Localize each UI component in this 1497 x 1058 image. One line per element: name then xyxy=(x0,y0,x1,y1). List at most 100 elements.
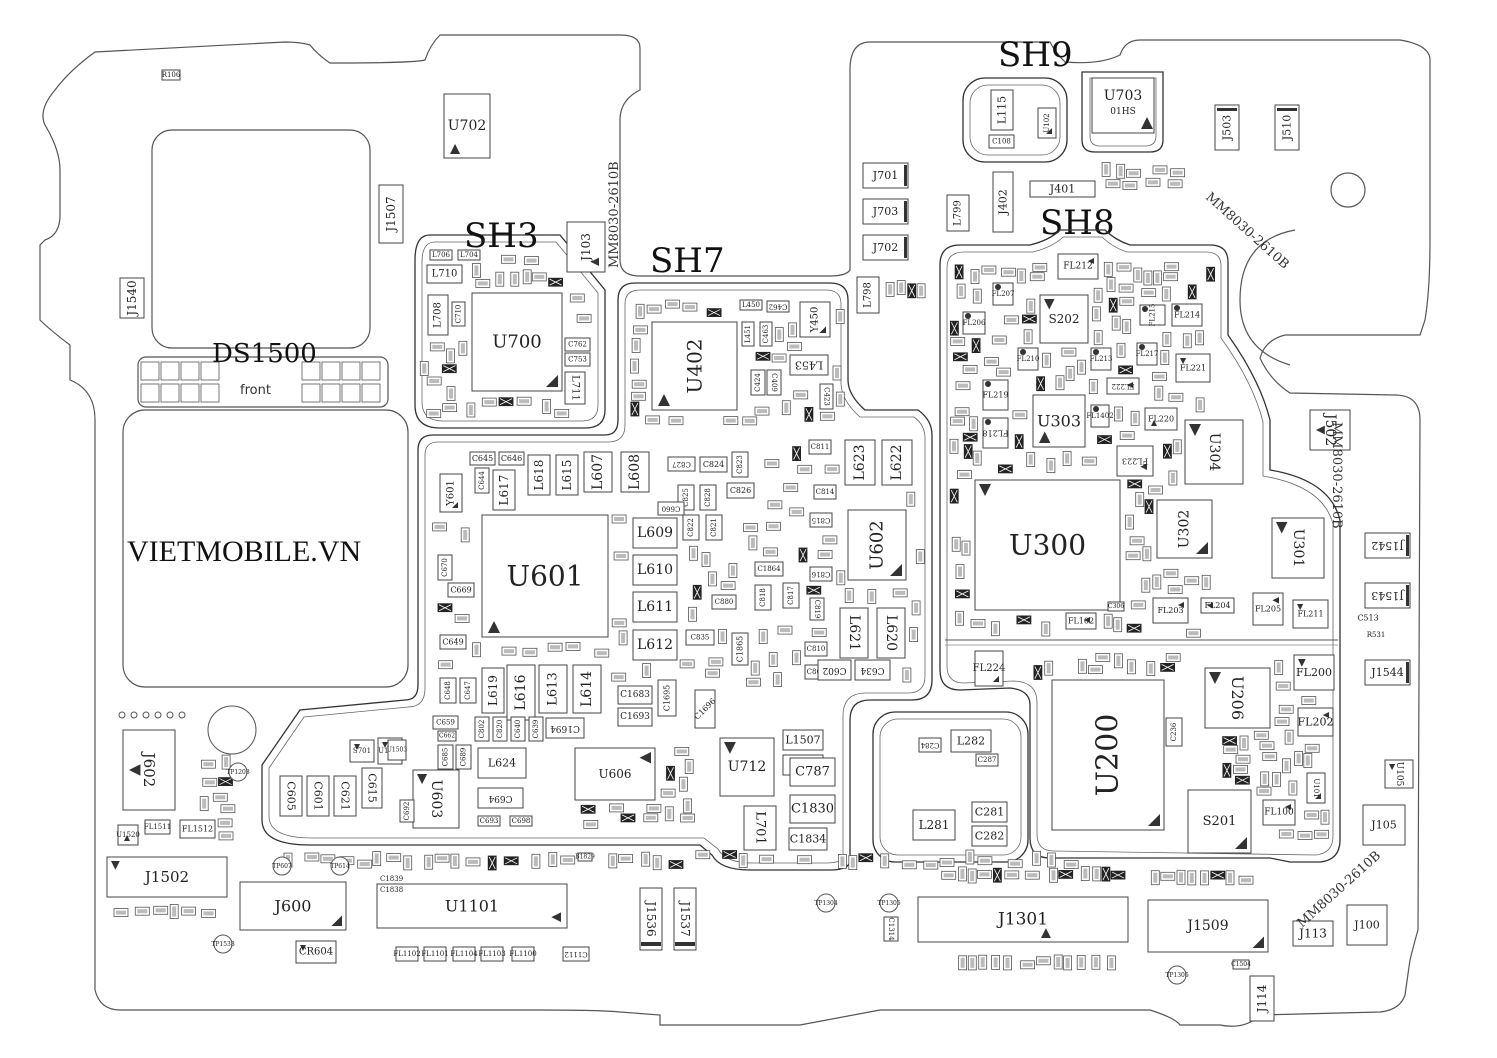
pin1-marker-icon xyxy=(819,326,826,333)
component-body xyxy=(917,896,1129,943)
pin1-marker-icon xyxy=(1389,764,1396,771)
pin1-marker-icon xyxy=(1039,431,1051,443)
component-body xyxy=(918,737,942,753)
dnp-cross-icon xyxy=(1161,664,1174,671)
component-body xyxy=(731,451,749,478)
smd-marking xyxy=(682,816,693,820)
pin1-marker-icon xyxy=(1298,659,1306,667)
smd-marking xyxy=(1051,870,1056,881)
component-c1830: C1830 xyxy=(789,794,836,824)
component-ref-label: J1507 xyxy=(384,196,398,233)
component-fl1100: FL1100 xyxy=(509,946,537,962)
dnp-cross-icon xyxy=(1111,871,1125,879)
component-l624: L624 xyxy=(477,747,527,779)
component-body xyxy=(1292,920,1334,947)
component-ref-label: J401 xyxy=(1049,183,1075,196)
shield-sh9: SH9 xyxy=(962,35,1073,163)
component-ref-label: C659 xyxy=(436,719,455,727)
pin1-marker-icon xyxy=(1189,424,1201,436)
component-ref-label: L617 xyxy=(497,475,511,506)
component-c1504: C1504 xyxy=(1231,959,1251,970)
component-j503: J503 xyxy=(1214,104,1240,151)
dnp-cross-icon xyxy=(1236,776,1249,784)
smd-marking xyxy=(1276,662,1281,673)
component-ref-label: C822 xyxy=(687,518,695,537)
smd-marking xyxy=(222,806,233,811)
component-body xyxy=(1029,180,1096,198)
smd-marking xyxy=(986,359,997,364)
component-body xyxy=(452,946,476,962)
component-c828: C828 xyxy=(699,484,717,511)
smd-marking xyxy=(707,671,718,676)
test-point-tp1304 xyxy=(816,893,836,913)
component-c462: C462 xyxy=(766,300,790,313)
component-u105: U105 xyxy=(1384,759,1414,789)
dnp-cross-icon xyxy=(693,586,701,599)
smd-marking xyxy=(449,388,453,399)
component-ref-label: L608 xyxy=(627,454,643,490)
component-body xyxy=(789,757,836,787)
component-body xyxy=(950,729,992,753)
smd-marking xyxy=(1115,619,1120,630)
component-body xyxy=(754,584,772,611)
component-body xyxy=(1262,799,1296,826)
component-body xyxy=(766,300,790,313)
component-body xyxy=(789,794,836,824)
smd-marking xyxy=(1154,374,1165,379)
component-c306: C306 xyxy=(1107,601,1125,612)
smd-marking xyxy=(1132,538,1143,543)
watermark: VIETMOBILE.VN xyxy=(127,535,361,568)
smd-marking xyxy=(1114,318,1119,329)
part-marking: MM8030-2610B xyxy=(1329,422,1344,529)
component-ref-label: C287 xyxy=(978,756,997,764)
smd-marking xyxy=(1079,362,1084,373)
smd-marking xyxy=(799,857,810,862)
component-body xyxy=(306,775,330,817)
smd-marking xyxy=(1084,459,1095,464)
dnp-cross-icon xyxy=(964,433,977,441)
smd-marking xyxy=(550,645,561,650)
component-fl102: FL102 xyxy=(1065,612,1097,630)
smd-marking xyxy=(790,324,795,335)
component-ref-label: J1544 xyxy=(1370,666,1403,679)
component-ref-label: J510 xyxy=(1281,115,1294,141)
component-l701: L701 xyxy=(743,805,777,851)
smd-marking xyxy=(847,590,852,601)
pin1-marker-icon xyxy=(124,835,130,841)
component-ref-label: S701 xyxy=(353,747,371,755)
smd-marking xyxy=(774,356,785,360)
component-body xyxy=(378,184,404,244)
pin1-marker-icon xyxy=(639,752,651,764)
smd-marking xyxy=(1156,388,1161,399)
smd-marking xyxy=(1155,167,1165,172)
smd-marking xyxy=(468,405,473,415)
component-body xyxy=(1364,659,1411,686)
smd-marking xyxy=(1179,872,1183,883)
component-ref-label: FL206 xyxy=(963,319,986,327)
pin1-marker-icon xyxy=(551,912,561,922)
connector-pad xyxy=(321,361,341,381)
smd-marking xyxy=(959,472,970,477)
test-point-icon xyxy=(118,711,126,719)
component-body xyxy=(990,89,1014,131)
component-ref-label: J1543 xyxy=(1371,589,1404,602)
component-ref-label: U101 xyxy=(1312,778,1320,797)
smd-marking xyxy=(306,855,317,859)
smd-marking xyxy=(1148,663,1153,674)
component-c818: C818 xyxy=(754,584,772,611)
smd-marking xyxy=(643,854,648,865)
component-body xyxy=(974,479,1121,611)
component-c660: C660 xyxy=(657,501,685,516)
pin1-marker-icon xyxy=(1044,299,1055,310)
smd-marking xyxy=(1080,661,1085,672)
component-body xyxy=(295,940,337,964)
component-ref-label: L613 xyxy=(546,672,561,705)
component-body xyxy=(1116,445,1154,477)
component-ref-label: U402 xyxy=(683,338,707,393)
smd-marking xyxy=(882,855,887,866)
smd-marking xyxy=(750,537,755,548)
component-ref-label: J103 xyxy=(579,233,593,263)
smd-marking xyxy=(634,382,645,387)
component-ref-label: C605 xyxy=(285,781,298,810)
dnp-cross-icon xyxy=(723,851,736,858)
